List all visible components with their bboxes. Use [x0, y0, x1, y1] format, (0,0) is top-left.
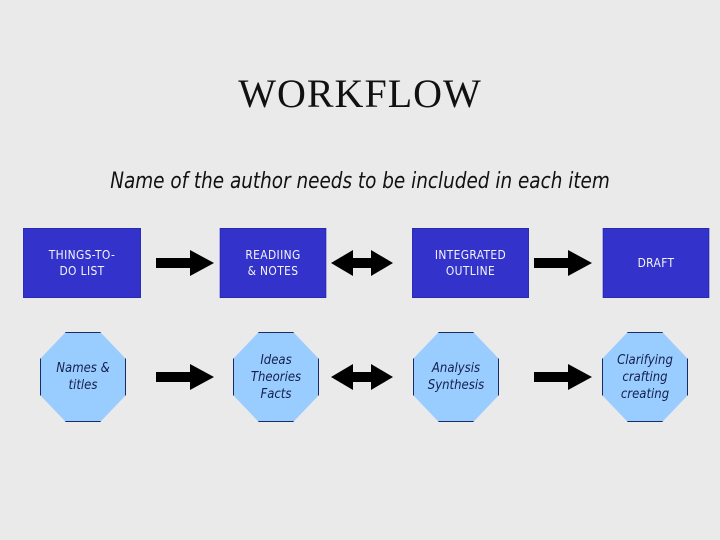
detail-octagon-names-titles[interactable]: Names & titles — [40, 332, 126, 422]
detail-row: Names & titles Ideas Theories Facts Anal… — [0, 332, 720, 424]
detail-octagon-label: Names & titles — [56, 361, 110, 393]
stage-box-things-to-do[interactable]: THINGS-TO- DO LIST — [23, 228, 141, 298]
stage-box-label: THINGS-TO- DO LIST — [48, 247, 116, 278]
stage-box-integrated-outline[interactable]: INTEGRATED OUTLINE — [412, 228, 529, 298]
stage-box-reading-notes[interactable]: READIING & NOTES — [219, 228, 327, 298]
stage-box-draft[interactable]: DRAFT — [602, 228, 710, 298]
page-title: WORKFLOW — [238, 71, 482, 116]
stage-box-label: INTEGRATED OUTLINE — [434, 247, 507, 278]
stage-row: THINGS-TO- DO LIST READIING & NOTES INTE… — [0, 228, 720, 300]
stage-box-label: READIING & NOTES — [245, 247, 301, 278]
arrow-right-icon — [534, 248, 592, 278]
arrow-left-right-icon — [331, 362, 393, 392]
slide-subtitle: Name of the author needs to be included … — [110, 169, 610, 194]
arrow-right-icon — [156, 362, 214, 392]
detail-octagon-label: Clarifying crafting creating — [617, 352, 673, 402]
arrow-right-icon — [534, 362, 592, 392]
detail-octagon-ideas-theories-facts[interactable]: Ideas Theories Facts — [233, 332, 319, 422]
stage-box-label: DRAFT — [637, 255, 675, 270]
arrow-right-icon — [156, 248, 214, 278]
detail-octagon-label: Ideas Theories Facts — [250, 352, 302, 402]
detail-octagon-clarifying-crafting-creating[interactable]: Clarifying crafting creating — [602, 332, 688, 422]
arrow-left-right-icon — [331, 248, 393, 278]
detail-octagon-analysis-synthesis[interactable]: Analysis Synthesis — [413, 332, 499, 422]
detail-octagon-label: Analysis Synthesis — [427, 361, 485, 393]
